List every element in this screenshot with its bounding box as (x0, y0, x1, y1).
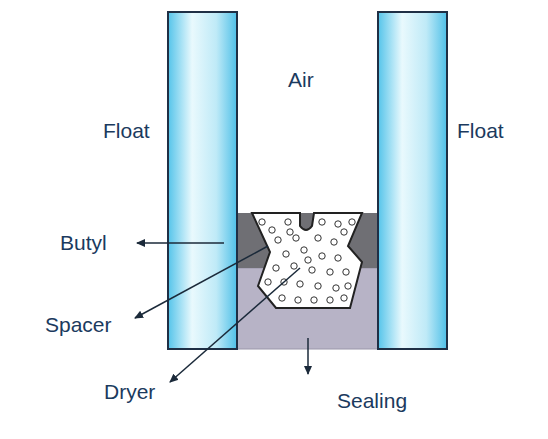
granule (287, 229, 293, 235)
part-label: Float (457, 120, 504, 141)
granule (273, 265, 279, 271)
granule (309, 267, 315, 273)
granule (327, 297, 333, 303)
granule (315, 283, 321, 289)
granule (333, 285, 339, 291)
granule (311, 297, 317, 303)
granule (301, 247, 307, 253)
granule (335, 255, 341, 261)
granule (319, 253, 325, 259)
part-label: Float (103, 120, 150, 141)
granule (285, 219, 291, 225)
granule (341, 229, 347, 235)
granule (297, 281, 303, 287)
part-label: Sealing (337, 390, 407, 411)
granule (315, 235, 321, 241)
granule (305, 257, 311, 263)
granule (295, 297, 301, 303)
air-label: Air (288, 69, 314, 90)
leader-line (170, 268, 300, 382)
part-label: Butyl (60, 232, 107, 253)
granule (319, 219, 325, 225)
granule (291, 263, 297, 269)
granule (341, 295, 347, 301)
leader-line (307, 338, 309, 374)
granule (265, 279, 271, 285)
leader-line (137, 242, 224, 244)
granule (343, 269, 349, 275)
granule (349, 219, 355, 225)
granule (335, 221, 341, 227)
granule (269, 227, 275, 233)
granule (345, 283, 351, 289)
granule (275, 237, 281, 243)
part-label: Dryer (104, 381, 155, 402)
granule (259, 219, 265, 225)
leader-line (135, 246, 268, 318)
granule (283, 251, 289, 257)
part-label: Spacer (45, 314, 112, 335)
granule (293, 235, 299, 241)
granule (279, 295, 285, 301)
granule (331, 239, 337, 245)
granule (327, 269, 333, 275)
spacer-profile (252, 213, 362, 308)
float-glass-pane (378, 12, 447, 349)
float-glass-pane (168, 12, 237, 349)
